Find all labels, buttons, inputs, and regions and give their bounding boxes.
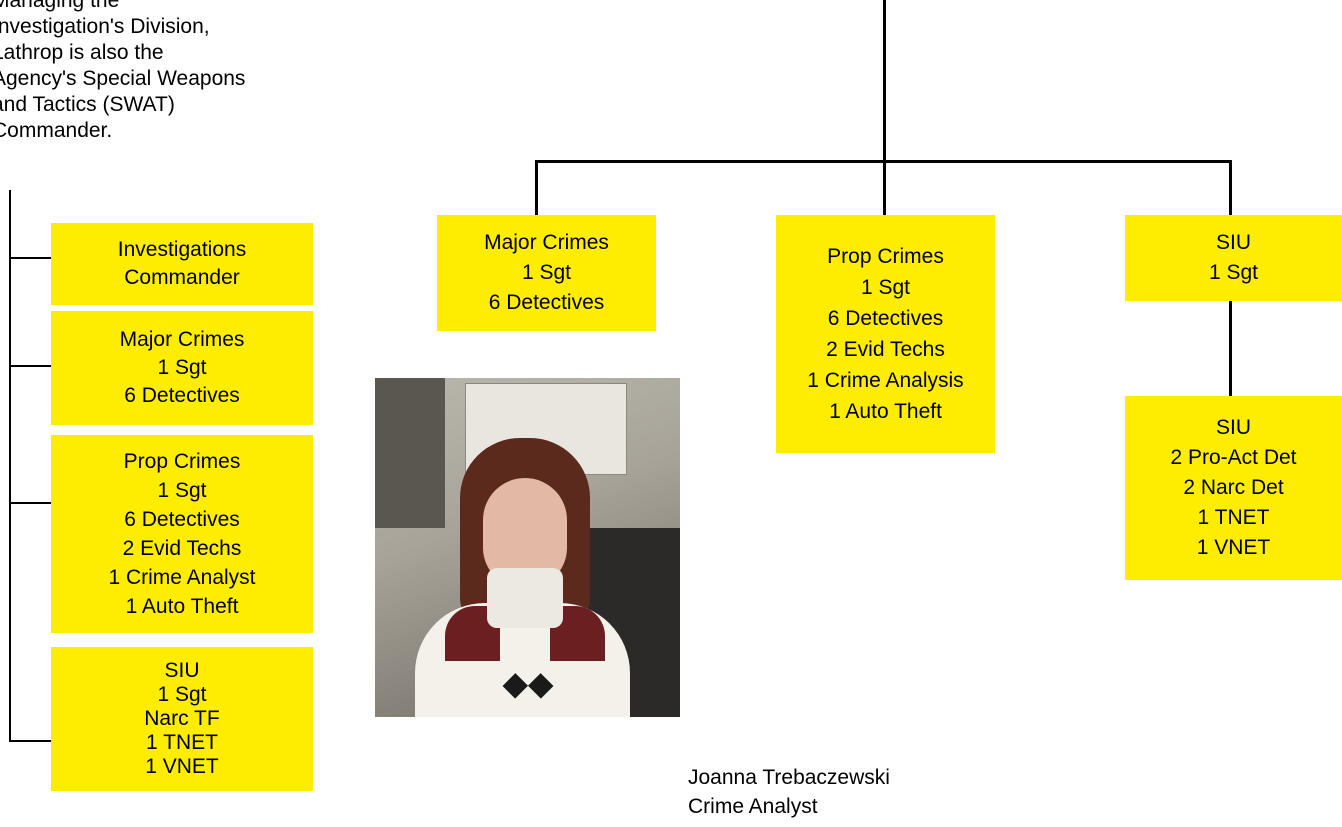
box-line: SIU [1215, 416, 1251, 439]
left-siu-box: SIU 1 Sgt Narc TF 1 TNET 1 VNET [51, 647, 313, 791]
box-line: Major Crimes [119, 328, 245, 351]
box-line: 1 Auto Theft [829, 400, 942, 423]
box-line: 1 Sgt [157, 479, 207, 502]
connector-major-crimes [9, 365, 51, 367]
box-line: 2 Evid Techs [826, 338, 945, 361]
box-line: 1 Sgt [1208, 261, 1259, 284]
box-line: 1 TNET [1197, 506, 1270, 529]
branch-siu [1229, 160, 1232, 217]
box-line: Major Crimes [484, 231, 609, 254]
box-line: 1 Sgt [157, 683, 207, 706]
branch-major-crimes [535, 160, 538, 217]
photo-caption: Joanna Trebaczewski Crime Analyst [688, 763, 890, 821]
box-line: 6 Detectives [488, 291, 605, 314]
box-line: 1 TNET [146, 731, 218, 754]
siu-sub-connector [1229, 300, 1232, 397]
box-line: 2 Pro-Act Det [1170, 446, 1297, 469]
box-line: SIU [1215, 231, 1251, 254]
box-line: Prop Crimes [827, 245, 944, 268]
left-major-crimes-box: Major Crimes 1 Sgt 6 Detectives [51, 311, 313, 425]
box-line: 1 Sgt [860, 276, 911, 299]
top-major-crimes-box: Major Crimes 1 Sgt 6 Detectives [437, 215, 656, 331]
box-line: 1 Auto Theft [125, 595, 239, 618]
box-line: 1 Sgt [157, 356, 207, 379]
connector-investigations [9, 257, 51, 259]
siu-sub-box: SIU 2 Pro-Act Det 2 Narc Det 1 TNET 1 VN… [1125, 396, 1342, 580]
branch-prop-crimes [883, 160, 886, 217]
trunk-vertical-connector [883, 0, 886, 162]
investigations-commander-box: Investigations Commander [51, 223, 313, 305]
box-line: Investigations [117, 238, 247, 261]
box-line: 2 Evid Techs [122, 537, 242, 560]
caption-name: Joanna Trebaczewski [688, 766, 890, 789]
box-line: 2 Narc Det [1183, 476, 1284, 499]
box-line: 1 Sgt [521, 261, 572, 284]
top-prop-crimes-box: Prop Crimes 1 Sgt 6 Detectives 2 Evid Te… [776, 215, 995, 453]
box-line: Narc TF [144, 707, 220, 730]
box-line: 6 Detectives [124, 508, 240, 531]
box-line: Prop Crimes [123, 450, 241, 473]
left-vertical-connector [9, 190, 11, 742]
box-line: 1 VNET [1196, 536, 1271, 559]
top-siu-box: SIU 1 Sgt [1125, 215, 1342, 301]
box-line: 6 Detectives [827, 307, 944, 330]
caption-title: Crime Analyst [688, 795, 818, 818]
analyst-photo [375, 378, 680, 717]
box-line: 1 Crime Analysis [807, 369, 964, 392]
box-line: SIU [164, 659, 200, 682]
box-line: 1 VNET [145, 755, 219, 778]
intro-text: Managing the Investigation's Division, L… [0, 0, 246, 142]
box-line: Commander [124, 266, 240, 289]
box-line: 6 Detectives [124, 384, 240, 407]
connector-prop-crimes [9, 502, 51, 504]
connector-siu [9, 740, 51, 742]
left-prop-crimes-box: Prop Crimes 1 Sgt 6 Detectives 2 Evid Te… [51, 435, 313, 633]
box-line: 1 Crime Analyst [108, 566, 256, 589]
